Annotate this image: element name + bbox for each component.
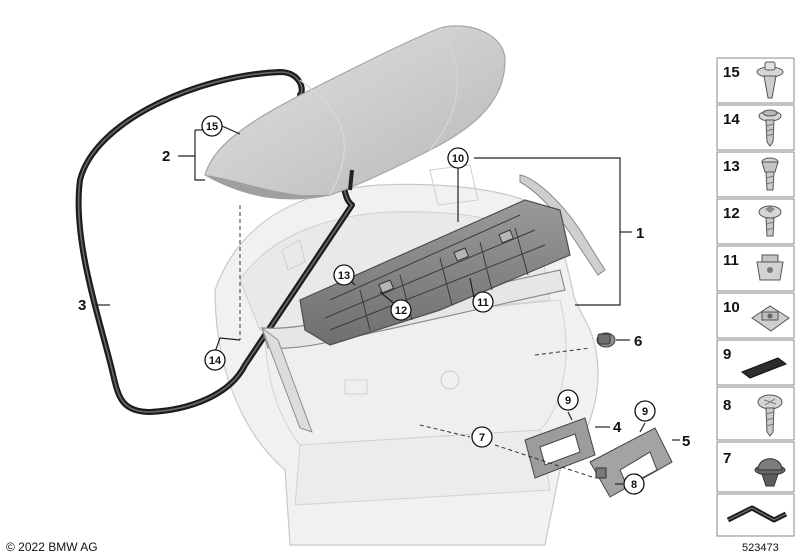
torx-screw-icon: [761, 157, 779, 191]
clip-nut-icon: [751, 305, 790, 332]
leader-lines: [95, 125, 680, 485]
legend-item-15: 15: [716, 57, 795, 104]
legend-item-9: 9: [716, 339, 795, 386]
svg-text:12: 12: [723, 205, 740, 222]
callout-3: 3: [78, 297, 86, 314]
gasket-section-icon: [726, 505, 788, 523]
callout-13: 13: [333, 264, 355, 286]
svg-text:9: 9: [565, 395, 571, 407]
callouts: 1 2 3 4 5 6 7 8 9 9 10 11: [78, 115, 690, 495]
rubber-grommet-icon: [754, 458, 786, 487]
legend-item-11: 11: [716, 245, 795, 292]
svg-text:13: 13: [723, 158, 740, 175]
svg-text:14: 14: [209, 355, 222, 367]
callout-9-right: 9: [634, 400, 656, 422]
svg-text:11: 11: [477, 297, 489, 309]
svg-text:8: 8: [631, 479, 637, 491]
expanding-rivet-icon: [756, 61, 784, 99]
callout-1: 1: [636, 225, 644, 242]
callout-6: 6: [634, 333, 642, 350]
legend-item-14: 14: [716, 104, 795, 151]
legend-item-12: 12: [716, 198, 795, 245]
callout-15: 15: [201, 115, 223, 137]
bracket-part-4: [524, 417, 596, 479]
tailgate-seal: [75, 69, 355, 415]
svg-text:11: 11: [723, 252, 739, 269]
copyright-notice: © 2022 BMW AG: [6, 540, 98, 554]
callout-2: 2: [162, 148, 170, 165]
svg-text:15: 15: [206, 121, 218, 133]
svg-text:9: 9: [723, 346, 731, 363]
oval-head-screw-icon: [757, 394, 783, 437]
tailgate-trim-panel: [260, 174, 606, 433]
svg-text:7: 7: [723, 450, 731, 467]
camera-bracket: [596, 332, 616, 348]
roof-spoiler: [204, 25, 506, 200]
legend-item-7: 7: [716, 441, 795, 493]
svg-text:13: 13: [338, 270, 350, 282]
torx-collar-screw-icon: [758, 205, 782, 237]
callout-7: 7: [471, 426, 493, 448]
legend-item-10: 10: [716, 292, 795, 339]
torx-screw-with-washer-icon: [758, 109, 782, 147]
svg-text:12: 12: [395, 305, 407, 317]
spring-nut-icon: [756, 254, 784, 281]
svg-text:14: 14: [723, 111, 740, 128]
svg-text:15: 15: [723, 64, 740, 81]
callout-5: 5: [682, 433, 690, 450]
diagram-number: 523473: [742, 542, 779, 554]
callout-9-left: 9: [557, 389, 579, 411]
adhesive-strip-icon: [740, 357, 788, 379]
svg-text:10: 10: [452, 153, 464, 165]
callout-14: 14: [204, 349, 226, 371]
callout-12: 12: [390, 299, 412, 321]
svg-text:8: 8: [723, 397, 731, 414]
callout-11: 11: [472, 291, 494, 313]
legend-item-8: 8: [716, 386, 795, 441]
svg-text:7: 7: [479, 432, 485, 444]
parts-legend: 15 14 13: [716, 57, 795, 537]
svg-text:10: 10: [723, 299, 740, 316]
callout-8: 8: [623, 473, 645, 495]
callout-4: 4: [613, 419, 622, 436]
legend-item-gasket: [716, 493, 795, 537]
legend-item-13: 13: [716, 151, 795, 198]
callout-10: 10: [447, 147, 469, 169]
svg-text:9: 9: [642, 406, 648, 418]
